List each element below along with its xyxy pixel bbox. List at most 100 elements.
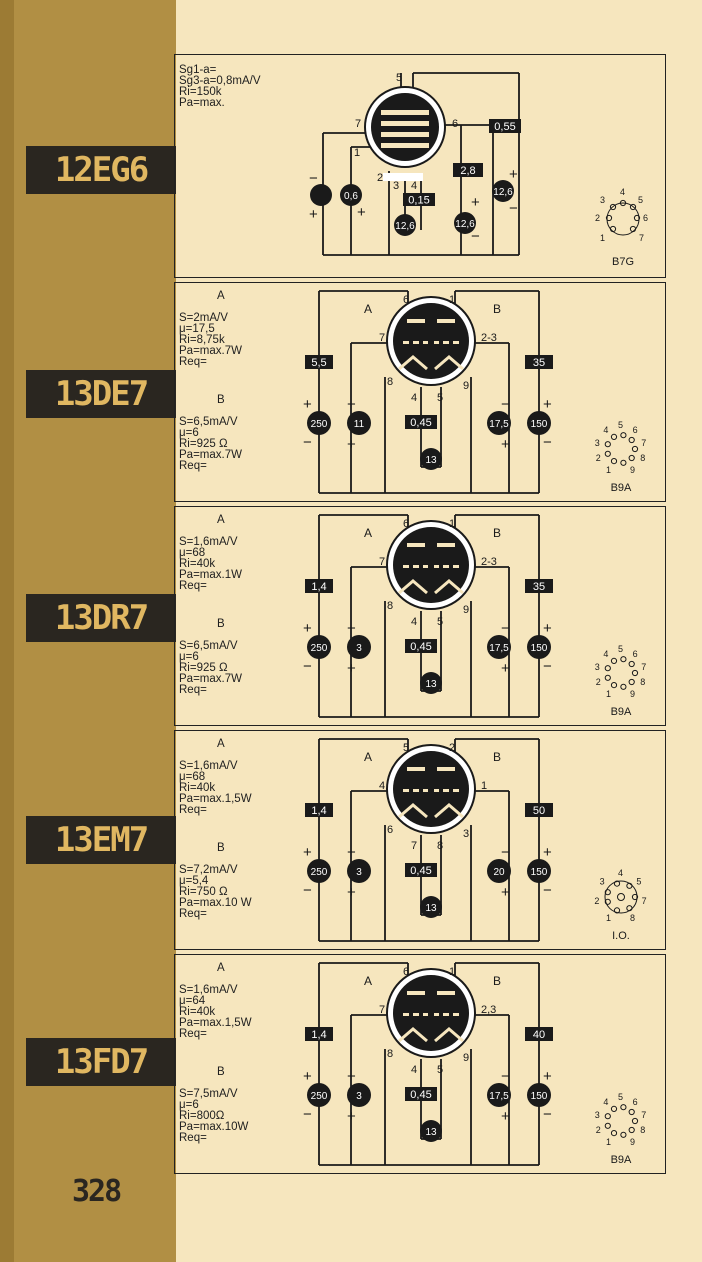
- spec-line: Ri=40k: [179, 1006, 216, 1018]
- base-pin-hole: [604, 1122, 611, 1129]
- spec-line: Pa=max.7W: [179, 449, 242, 461]
- spec-line: Pa=max.1W: [179, 569, 242, 581]
- base-pin-hole: [610, 433, 618, 440]
- svg-text:+: +: [501, 660, 510, 677]
- base-pin-hole: [604, 665, 611, 672]
- specs-section-a: A S=1,6mA/V μ=64 Ri=40k Pa=max.1,5W Req=: [179, 962, 252, 1040]
- base-pin: 2: [595, 213, 600, 223]
- base-pin-hole: [620, 683, 627, 690]
- base-pin-hole: [628, 678, 635, 686]
- svg-text:−: −: [303, 882, 312, 899]
- page-number: 328: [72, 1174, 122, 1209]
- base-pin-hole: [626, 882, 633, 889]
- svg-text:−: −: [347, 1068, 356, 1085]
- base-pin: 3: [595, 438, 600, 448]
- base-pin-hole: [626, 905, 633, 912]
- value-box-heater: 0,45: [410, 865, 431, 877]
- svg-text:+: +: [303, 1068, 312, 1085]
- tube-label-13dr7: 13DR7: [26, 594, 176, 642]
- pin-label: 8: [387, 1048, 393, 1060]
- base-pin: 3: [595, 1110, 600, 1120]
- voltage-circle: 12,6: [493, 187, 513, 198]
- voltage-circle-heater: 13: [425, 1127, 437, 1138]
- voltage-circle: 0,6: [344, 191, 358, 202]
- voltage-circle: 12,6: [395, 221, 415, 232]
- panel-13de7: A S=2mA/V μ=17,5 Ri=8,75k Pa=max.7W Req=…: [174, 282, 666, 502]
- specs-12eg6: Sg1-a= Sg3-a=0,8mA/V Ri=150k Pa=max.: [179, 64, 261, 109]
- spec-line: μ=64: [179, 995, 206, 1007]
- base-pin: 1: [606, 1137, 611, 1147]
- base-pin: 6: [633, 649, 638, 659]
- voltage-circle-heater: 13: [425, 903, 437, 914]
- pin-label: 5: [396, 72, 402, 84]
- voltage-circle-a-plate: 250: [311, 643, 328, 654]
- pin-label: 7: [379, 332, 385, 344]
- svg-text:+: +: [471, 194, 480, 211]
- pin-label: 6: [403, 966, 409, 978]
- svg-text:−: −: [543, 658, 552, 675]
- base-pin: 2: [594, 896, 599, 906]
- base-pin-hole: [620, 1131, 627, 1138]
- pin-label: 9: [463, 1052, 469, 1064]
- base-pin-hole: [604, 441, 611, 448]
- twin-triode-diagram: 6 1 7 2,3 8 9 4 5 A B 1,4 40 0,45 250 3 …: [303, 962, 646, 1166]
- panel-13dr7: A S=1,6mA/V μ=68 Ri=40k Pa=max.1W Req= B…: [174, 506, 666, 726]
- svg-text:+: +: [347, 1108, 356, 1125]
- value-box: 0,15: [408, 195, 429, 207]
- spec-line: Pa=max.: [179, 97, 225, 109]
- base-pin-hole: [610, 657, 618, 664]
- pin-label: 1: [449, 966, 455, 978]
- base-type: B9A: [611, 706, 632, 718]
- pin-label: 5: [437, 616, 443, 628]
- specs-section-b: B S=7,5mA/V μ=6 Ri=800Ω Pa=max.10W Req=: [179, 1066, 248, 1144]
- spec-line: Pa=max.7W: [179, 673, 242, 685]
- section-label: B: [217, 842, 225, 854]
- voltage-circle-b-grid: 20: [493, 867, 505, 878]
- base-pin-hole: [620, 432, 627, 439]
- pin-label: 2,3: [481, 1004, 496, 1016]
- section-a-label: A: [364, 974, 372, 988]
- base-pin: 5: [618, 420, 623, 430]
- spec-line: Req=: [179, 804, 207, 816]
- base-pin: 4: [603, 1097, 608, 1107]
- base-pin: 7: [641, 438, 646, 448]
- svg-text:+: +: [501, 884, 510, 901]
- pin-label: 2: [377, 172, 383, 184]
- pin-label: 4: [379, 780, 385, 792]
- pin-label: 4: [411, 1064, 417, 1076]
- pin-label: 8: [437, 840, 443, 852]
- value-box: 2,8: [460, 165, 475, 177]
- svg-text:−: −: [543, 1106, 552, 1123]
- base-type: I.O.: [612, 930, 630, 942]
- voltage-circle-b-grid: 17,5: [489, 643, 509, 654]
- svg-text:−: −: [347, 396, 356, 413]
- pin-label: 3: [463, 828, 469, 840]
- base-pin: 6: [633, 425, 638, 435]
- spec-line: Sg1-a=: [179, 64, 217, 76]
- value-box-b: 40: [533, 1029, 545, 1041]
- pin-label: 4: [411, 616, 417, 628]
- base-type: B7G: [612, 256, 634, 268]
- value-box-a: 1,4: [311, 805, 326, 817]
- spec-line: Req=: [179, 1028, 207, 1040]
- spec-line: S=6,5mA/V: [179, 416, 238, 428]
- svg-text:−: −: [501, 1068, 510, 1085]
- svg-text:+: +: [543, 620, 552, 637]
- base-pin-hole: [604, 898, 611, 905]
- spec-line: Pa=max.10 W: [179, 897, 252, 909]
- svg-text:+: +: [309, 206, 318, 223]
- base-pin: 4: [603, 425, 608, 435]
- section-label: A: [217, 514, 225, 526]
- section-label: A: [217, 962, 225, 974]
- svg-text:+: +: [543, 844, 552, 861]
- base-pin-hole: [631, 893, 639, 901]
- value-box-heater: 0,45: [410, 641, 431, 653]
- section-b-label: B: [493, 526, 501, 540]
- base-diagram: 1 2 3 4 5 6 7 B7G: [595, 187, 648, 268]
- base-pin: 4: [620, 187, 625, 197]
- section-a-label: A: [364, 526, 372, 540]
- section-b-label: B: [493, 750, 501, 764]
